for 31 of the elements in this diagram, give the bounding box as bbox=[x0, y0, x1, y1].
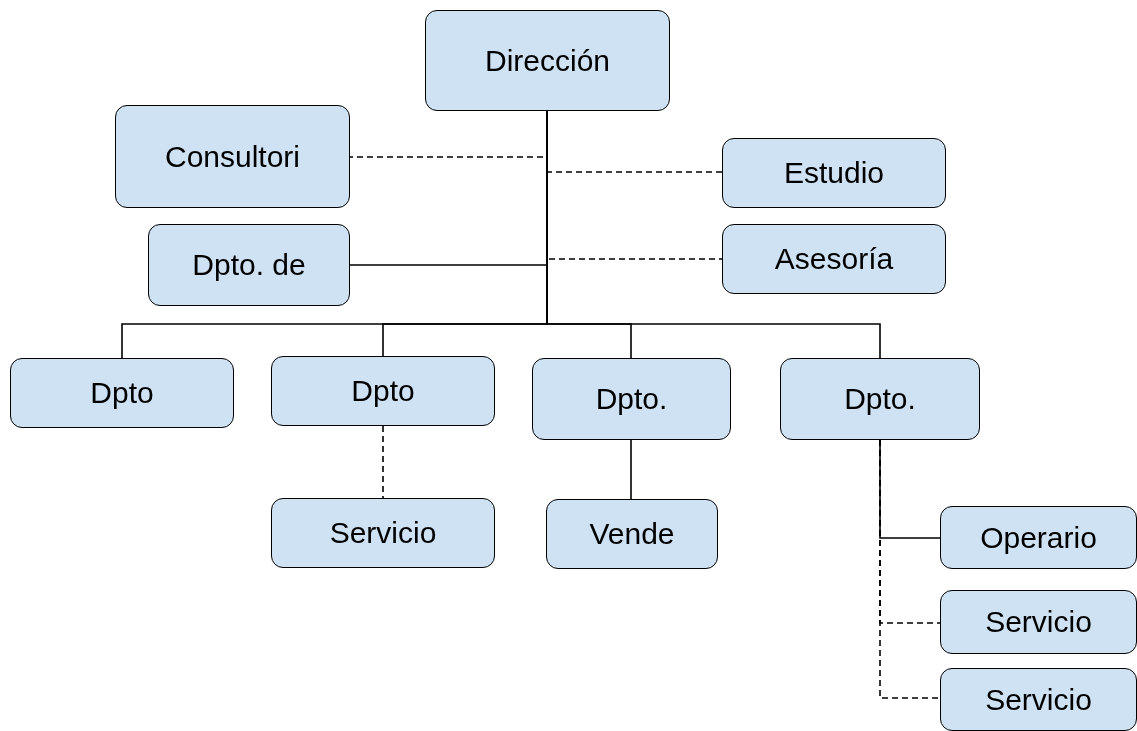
org-unit-box bbox=[722, 138, 946, 208]
unit-name: Servicio bbox=[985, 605, 1092, 639]
org-unit-box bbox=[940, 590, 1137, 654]
unit-name: Dpto. de bbox=[192, 248, 306, 282]
org-unit-box bbox=[780, 358, 980, 440]
unit-name: Consultori bbox=[164, 139, 301, 174]
unit-name: Servicio bbox=[329, 516, 437, 550]
org-unit-box bbox=[148, 224, 350, 306]
org-unit-box bbox=[425, 10, 670, 111]
org-unit-box bbox=[940, 506, 1137, 569]
org-unit-box bbox=[940, 668, 1137, 731]
connector-line bbox=[879, 439, 941, 699]
org-unit-box bbox=[722, 224, 946, 294]
org-unit-box bbox=[271, 498, 495, 568]
org-unit-box bbox=[271, 356, 495, 426]
unit-name: Servicio bbox=[985, 682, 1092, 717]
unit-name: Dpto bbox=[90, 376, 154, 410]
org-unit-box bbox=[115, 105, 350, 208]
org-unit-box bbox=[532, 358, 731, 440]
unit-name: Dirección bbox=[484, 43, 610, 78]
unit-name: Dpto. bbox=[595, 382, 668, 416]
unit-name: Dpto bbox=[351, 374, 415, 408]
org-unit-box bbox=[546, 499, 718, 569]
unit-name: Estudio bbox=[783, 156, 885, 190]
org-unit-box bbox=[10, 358, 234, 428]
connector-line bbox=[382, 425, 384, 499]
connector-line bbox=[630, 439, 632, 500]
unit-name: Asesoría bbox=[774, 242, 894, 276]
unit-name: Vende bbox=[589, 517, 675, 551]
unit-name: Dpto. bbox=[844, 382, 916, 416]
unit-name: Operario bbox=[980, 520, 1097, 555]
